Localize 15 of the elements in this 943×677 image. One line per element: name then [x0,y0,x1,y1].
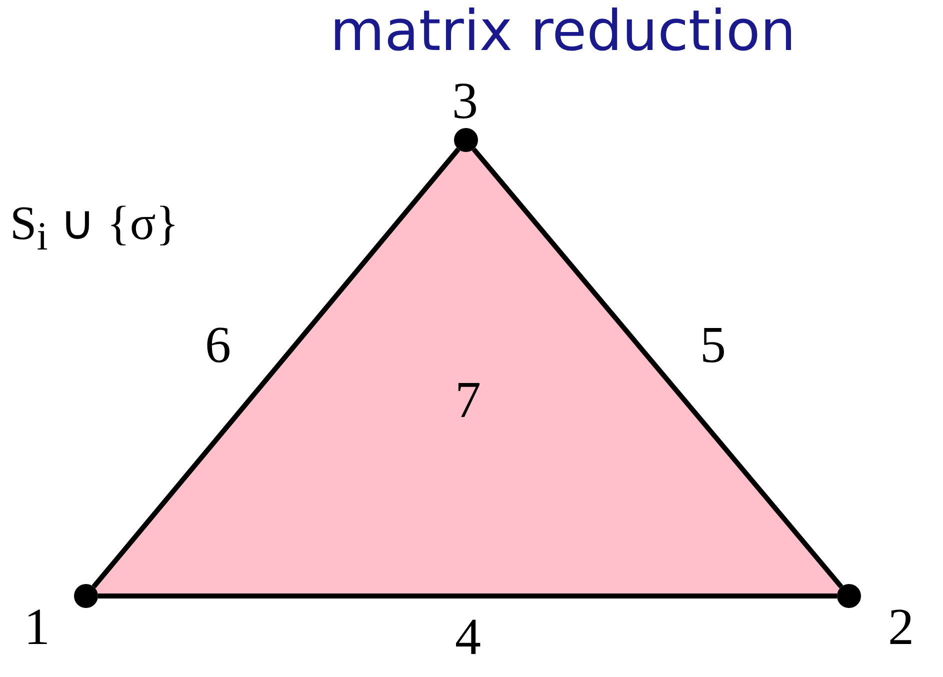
edge-label: 6 [205,320,231,372]
edge-label: 5 [700,320,726,372]
vertex-dot [454,128,478,152]
edge-line [92,148,460,588]
vertex-label: 1 [24,602,50,654]
slide-title: matrix reduction [330,4,796,60]
vertex-dot [837,584,861,608]
edge-label: 4 [455,612,481,664]
vertex-dot [74,584,98,608]
vertex-label: 2 [888,602,914,654]
edge-line [98,594,837,598]
set-label: S$_{i}$ ∪ {σ} [10,200,179,257]
face-label: 7 [455,375,481,427]
edge-line [472,148,844,588]
vertex-label: 3 [452,76,478,128]
